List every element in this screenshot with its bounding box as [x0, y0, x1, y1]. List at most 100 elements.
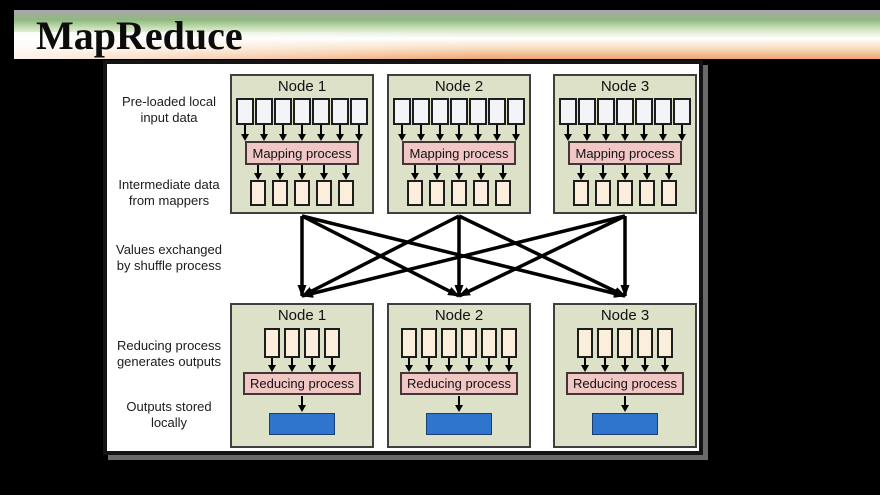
intermediate-box-row — [389, 180, 529, 206]
arrow-row — [232, 358, 372, 372]
shuffled-data-box — [264, 328, 280, 358]
shuffled-box-row — [232, 328, 372, 358]
node-title: Node 3 — [600, 307, 650, 324]
shuffled-data-box — [421, 328, 437, 358]
arrow-row — [389, 125, 529, 141]
down-arrow-icon — [617, 165, 633, 180]
intermediate-data-box — [272, 180, 288, 206]
node-title: Node 1 — [277, 78, 327, 95]
arrow-row — [555, 165, 695, 180]
intermediate-data-box — [250, 180, 266, 206]
input-data-box — [312, 98, 330, 125]
down-arrow-icon — [654, 125, 672, 141]
down-arrow-icon — [294, 165, 310, 180]
reduce-node-3: Node 3 Reducing process — [553, 303, 697, 448]
intermediate-data-box — [617, 180, 633, 206]
output-data-box — [426, 413, 492, 435]
down-arrow-icon — [573, 165, 589, 180]
input-data-box — [431, 98, 449, 125]
down-arrow-icon — [577, 358, 593, 372]
input-data-box — [255, 98, 273, 125]
down-arrow-icon — [461, 358, 477, 372]
label-shuffle-exchange: Values exchanged by shuffle process — [115, 242, 222, 273]
shuffle-arrows — [297, 214, 630, 298]
intermediate-box-row — [232, 180, 372, 206]
shuffled-data-box — [617, 328, 633, 358]
down-arrow-icon — [451, 165, 467, 180]
intermediate-data-box — [573, 180, 589, 206]
down-arrow-icon — [481, 358, 497, 372]
shuffled-data-box — [284, 328, 300, 358]
down-arrow-icon — [407, 165, 423, 180]
input-data-box — [469, 98, 487, 125]
input-data-box — [507, 98, 525, 125]
down-arrow-icon — [324, 358, 340, 372]
down-arrow-icon — [451, 396, 467, 412]
down-arrow-icon — [501, 358, 517, 372]
input-data-box — [274, 98, 292, 125]
input-data-box — [350, 98, 368, 125]
shuffled-data-box — [501, 328, 517, 358]
label-outputs-stored: Outputs stored locally — [126, 399, 212, 430]
down-arrow-icon — [250, 165, 266, 180]
down-arrow-icon — [673, 125, 691, 141]
node-title: Node 2 — [434, 307, 484, 324]
label-reducing-outputs: Reducing process generates outputs — [116, 338, 222, 369]
input-data-box — [616, 98, 634, 125]
down-arrow-icon — [312, 125, 330, 141]
down-arrow-icon — [616, 125, 634, 141]
shuffled-box-row — [555, 328, 695, 358]
down-arrow-icon — [284, 358, 300, 372]
input-data-box — [331, 98, 349, 125]
arrow-row — [232, 125, 372, 141]
down-arrow-icon — [350, 125, 368, 141]
mapping-process-box: Mapping process — [245, 141, 359, 165]
label-preloaded-input: Pre-loaded local input data — [122, 94, 216, 125]
slide-title: MapReduce — [36, 13, 243, 58]
shuffled-data-box — [481, 328, 497, 358]
down-arrow-icon — [401, 358, 417, 372]
down-arrow-icon — [429, 165, 445, 180]
input-data-box — [393, 98, 411, 125]
arrow-row — [389, 165, 529, 180]
down-arrow-icon — [488, 125, 506, 141]
output-data-box — [592, 413, 658, 435]
down-arrow-icon — [597, 358, 613, 372]
input-data-box — [293, 98, 311, 125]
down-arrow-icon — [393, 125, 411, 141]
input-box-row — [389, 98, 529, 125]
shuffled-data-box — [401, 328, 417, 358]
down-arrow-icon — [495, 165, 511, 180]
intermediate-data-box — [661, 180, 677, 206]
output-data-box — [269, 413, 335, 435]
down-arrow-icon — [293, 125, 311, 141]
intermediate-data-box — [316, 180, 332, 206]
node-title: Node 2 — [434, 78, 484, 95]
intermediate-data-box — [407, 180, 423, 206]
down-arrow-icon — [597, 125, 615, 141]
reducing-process-box: Reducing process — [243, 372, 361, 395]
input-data-box — [450, 98, 468, 125]
mapreduce-diagram: Pre-loaded local input data Intermediate… — [103, 60, 703, 455]
down-arrow-icon — [450, 125, 468, 141]
shuffled-data-box — [657, 328, 673, 358]
down-arrow-icon — [236, 125, 254, 141]
shuffled-data-box — [637, 328, 653, 358]
intermediate-data-box — [338, 180, 354, 206]
intermediate-data-box — [429, 180, 445, 206]
mapping-process-box: Mapping process — [568, 141, 682, 165]
down-arrow-icon — [264, 358, 280, 372]
down-arrow-icon — [412, 125, 430, 141]
arrow-row — [555, 396, 695, 412]
node-title: Node 3 — [600, 78, 650, 95]
arrow-row — [232, 165, 372, 180]
shuffled-box-row — [389, 328, 529, 358]
down-arrow-icon — [639, 165, 655, 180]
input-data-box — [488, 98, 506, 125]
down-arrow-icon — [635, 125, 653, 141]
input-data-box — [597, 98, 615, 125]
down-arrow-icon — [272, 165, 288, 180]
down-arrow-icon — [473, 165, 489, 180]
arrow-row — [232, 396, 372, 412]
